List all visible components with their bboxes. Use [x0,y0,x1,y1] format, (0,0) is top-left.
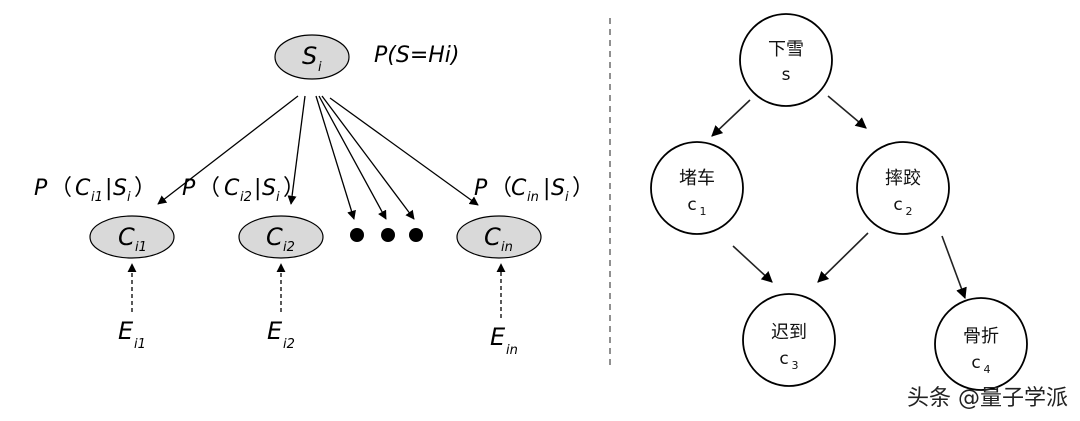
svg-text:i: i [276,190,280,205]
node-jam-label: 堵车 [679,168,715,189]
root-node-s-i: S i [274,34,350,80]
evidence-e-i1: E i1 [118,317,146,352]
svg-text:in: in [501,240,513,255]
node-c-in: C in [456,215,542,259]
svg-text:i2: i2 [283,240,295,255]
right-diagram: 下雪 s 堵车 c 1 摔跤 c 2 迟到 c 3 骨折 c [650,13,1028,391]
edge-root-to-dot-3 [321,95,415,220]
svg-text:C: C [224,176,240,201]
node-c-i1: C i1 [89,215,175,259]
node-fall-var: c [893,195,902,215]
svg-text:S: S [551,176,565,201]
edge-fall-to-break [941,235,967,300]
svg-text:（: （ [490,176,512,201]
node-jam-var-sub: 1 [700,205,707,218]
right-edges [711,95,967,300]
edge-root-to-c-i1 [157,95,299,205]
svg-text:（: （ [50,176,72,201]
node-snow-var: s [782,65,791,85]
svg-text:i: i [127,190,131,205]
svg-text:S: S [262,176,276,201]
edge-jam-to-late [732,245,773,283]
svg-text:）: ） [572,176,594,201]
svg-text:P: P [474,176,488,201]
svg-text:C: C [75,176,91,201]
root-node-subscript: i [318,60,322,75]
node-fall-var-sub: 2 [906,205,913,218]
svg-text:E: E [118,317,134,345]
node-snow: 下雪 s [739,13,833,107]
edge-root-to-dot-1 [315,95,356,220]
svg-text:|: | [543,176,550,201]
svg-text:C: C [484,223,501,251]
ellipsis-dot [350,228,364,242]
svg-text:P: P [182,176,196,201]
node-jam: 堵车 c 1 [650,141,744,235]
svg-text:i1: i1 [135,240,147,255]
svg-text:|: | [105,176,112,201]
svg-text:i1: i1 [91,190,103,205]
ellipsis-dot [409,228,423,242]
node-c-i2: C i2 [238,215,324,259]
svg-text:i: i [565,190,569,205]
evidence-e-in: E in [490,323,518,358]
svg-text:i2: i2 [283,337,295,352]
cond-prob-c-in: P （ C in | S i ） [474,176,594,205]
svg-text:P: P [34,176,48,201]
evidence-edges [127,263,506,318]
svg-text:C: C [118,223,135,251]
node-late-label: 迟到 [771,322,807,343]
svg-text:in: in [506,343,518,358]
svg-text:in: in [527,190,539,205]
root-edges [157,95,479,220]
node-late: 迟到 c 3 [742,293,836,387]
svg-text:）: ） [283,176,305,201]
left-diagram: S i P(S=Hi) P （ C i1 | S i ） P （ C [34,34,594,358]
edge-fall-to-late [817,232,869,283]
svg-text:C: C [266,223,283,251]
svg-text:E: E [490,323,506,351]
cond-prob-c-i1: P （ C i1 | S i ） [34,176,156,205]
svg-text:）: ） [134,176,156,201]
node-fall: 摔跤 c 2 [856,141,950,235]
svg-text:|: | [254,176,261,201]
svg-text:i2: i2 [240,190,252,205]
node-fall-label: 摔跤 [885,168,921,189]
root-probability-label: P(S=Hi) [374,43,460,68]
ellipsis-dot [381,228,395,242]
root-node-label: S [302,42,317,70]
edge-snow-to-jam [711,99,751,137]
node-late-var: c [779,349,788,369]
svg-text:（: （ [198,176,220,201]
node-late-var-sub: 3 [792,359,799,372]
edge-root-to-c-i2 [287,95,306,205]
evidence-e-i2: E i2 [267,317,295,352]
node-break: 骨折 c 4 [934,297,1028,391]
svg-text:i1: i1 [134,337,146,352]
edge-snow-to-fall [827,95,867,129]
node-jam-var: c [687,195,696,215]
edge-root-to-dot-2 [318,95,387,220]
svg-text:C: C [511,176,527,201]
cond-prob-c-i2: P （ C i2 | S i ） [182,176,305,205]
node-break-var: c [971,353,980,373]
svg-text:E: E [267,317,283,345]
edge-root-to-c-in [329,97,479,206]
node-break-label: 骨折 [963,326,999,347]
svg-text:S: S [113,176,127,201]
watermark: 头条 @量子学派 [907,386,1068,411]
node-break-var-sub: 4 [984,363,991,376]
ellipsis-dots [350,228,423,242]
node-snow-label: 下雪 [768,39,804,60]
